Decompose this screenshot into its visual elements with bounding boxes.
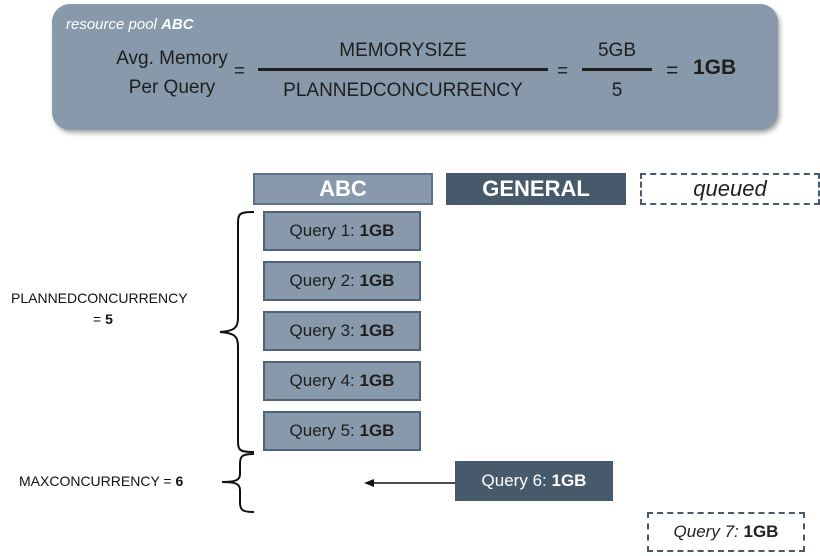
query-5-label: Query 5:	[289, 421, 355, 440]
query-3-mem: 1GB	[359, 321, 395, 340]
resource-pool-title: resource pool ABC	[66, 16, 194, 33]
query-5-mem: 1GB	[359, 421, 395, 440]
equals-sign-3: =	[666, 59, 679, 82]
query-box-2: Query 2: 1GB	[263, 261, 421, 301]
query-7-mem: 1GB	[743, 522, 779, 541]
resource-pool-name: ABC	[161, 16, 194, 33]
fraction-bar-1	[258, 68, 548, 71]
query-box-7: Query 7: 1GB	[647, 512, 805, 552]
formula-result: 1GB	[693, 56, 737, 79]
equals-sign-1: =	[234, 61, 246, 82]
query-3-label: Query 3:	[289, 321, 355, 340]
query-4-label: Query 4:	[289, 371, 355, 390]
equals-sign-2: =	[557, 61, 569, 82]
query-2-mem: 1GB	[359, 271, 395, 290]
formula-denominator: PLANNEDCONCURRENCY	[283, 80, 523, 101]
max-concurrency-label: MAXCONCURRENCY = 6	[19, 473, 183, 489]
query-box-1: Query 1: 1GB	[263, 211, 421, 251]
query-6-label: Query 6:	[481, 471, 547, 490]
resource-pool-prefix: resource pool	[66, 16, 157, 33]
formula-den-value: 5	[611, 80, 623, 101]
query-1-label: Query 1:	[289, 221, 355, 240]
planned-concurrency-number: 5	[105, 311, 113, 327]
column-header-general: GENERAL	[446, 173, 626, 205]
query-box-6: Query 6: 1GB	[455, 461, 613, 501]
formula-lhs-line1: Avg. Memory	[116, 48, 228, 69]
query-6-arrow-head	[364, 479, 374, 487]
formula-numerator: MEMORYSIZE	[339, 40, 467, 61]
planned-concurrency-value: = 5	[93, 311, 113, 327]
formula-num-value: 5GB	[597, 40, 637, 61]
column-header-abc: ABC	[253, 173, 433, 205]
query-6-mem: 1GB	[551, 471, 587, 490]
max-concurrency-text: MAXCONCURRENCY =	[19, 473, 172, 489]
formula-lhs-line2: Per Query	[128, 77, 216, 98]
planned-concurrency-label: PLANNEDCONCURRENCY	[11, 290, 188, 306]
max-concurrency-brace	[221, 453, 255, 513]
query-4-mem: 1GB	[359, 371, 395, 390]
planned-concurrency-brace	[219, 211, 255, 453]
query-box-5: Query 5: 1GB	[263, 411, 421, 451]
query-box-4: Query 4: 1GB	[263, 361, 421, 401]
fraction-bar-2	[582, 68, 652, 71]
planned-concurrency-eq: =	[93, 311, 102, 327]
query-7-label: Query 7:	[673, 522, 739, 541]
formula-lhs: Avg. Memory Per Query	[82, 44, 262, 102]
query-box-3: Query 3: 1GB	[263, 311, 421, 351]
formula-panel: resource pool ABC Avg. Memory Per Query …	[52, 4, 778, 130]
query-1-mem: 1GB	[359, 221, 395, 240]
query-2-label: Query 2:	[289, 271, 355, 290]
max-concurrency-number: 6	[175, 473, 184, 489]
column-header-queued: queued	[640, 173, 820, 205]
